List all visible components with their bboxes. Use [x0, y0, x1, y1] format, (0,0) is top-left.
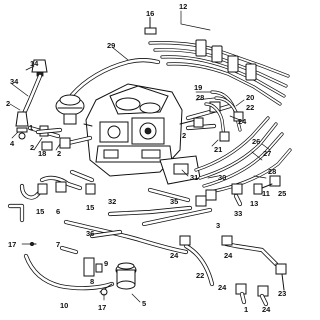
- callout-24-bottom-left: 24: [218, 283, 227, 292]
- carburetor-body: [83, 83, 201, 185]
- callout-24-right: 24: [224, 251, 233, 260]
- callout-36: 36: [86, 229, 94, 238]
- callout-5: 5: [142, 299, 146, 308]
- lower-left-hoses: [7, 169, 96, 223]
- callout-16: 16: [146, 9, 154, 18]
- long-lower-hoses: [23, 219, 279, 291]
- callout-28-upper: 28: [196, 93, 204, 102]
- callout-27: 27: [263, 149, 271, 158]
- callout-21: 21: [214, 145, 222, 154]
- callout-30: 30: [218, 173, 226, 182]
- callout-1-bottom: 1: [244, 305, 248, 314]
- callout-24-upper: 24: [238, 117, 247, 126]
- callout-17-left: 17: [8, 240, 16, 249]
- hose-29: [69, 58, 161, 98]
- callout-28-lower: 28: [268, 167, 276, 176]
- callout-17-bottom: 17: [98, 303, 106, 312]
- callout-9: 9: [104, 259, 108, 268]
- callout-10: 10: [60, 301, 68, 310]
- callout-2-center: 2: [57, 149, 61, 158]
- callout-29: 29: [107, 41, 115, 50]
- callout-22-lower: 22: [196, 271, 204, 280]
- callout-24-bottom-right: 24: [262, 305, 271, 314]
- callout-35: 35: [170, 197, 178, 206]
- callout-19: 19: [194, 83, 202, 92]
- callout-2-right: 2: [182, 131, 186, 140]
- callout-15-center: 15: [86, 203, 94, 212]
- callout-4: 4: [10, 139, 15, 148]
- callout-32: 32: [108, 197, 116, 206]
- spark-plug-wire-set: [144, 17, 290, 106]
- callout-33: 33: [234, 209, 242, 218]
- callout-7: 7: [56, 240, 60, 249]
- callout-20: 20: [246, 93, 254, 102]
- callout-25: 25: [278, 189, 286, 198]
- callout-labels: 12 16 29 14 34 2 1 4 2 18 2 19 28 20 22 …: [6, 2, 286, 314]
- callout-2-left-lower: 2: [30, 143, 34, 152]
- callout-23: 23: [278, 289, 286, 298]
- right-vacuum-line-bundle: [194, 90, 292, 194]
- callout-13: 13: [250, 199, 258, 208]
- callout-15-left: 15: [36, 207, 44, 216]
- parts-diagram: 12 16 29 14 34 2 1 4 2 18 2 19 28 20 22 …: [6, 2, 292, 314]
- callout-22-upper: 22: [246, 103, 254, 112]
- callout-1-left: 1: [29, 123, 33, 132]
- exploded-view-drawing: 12 16 29 14 34 2 1 4 2 18 2 19 28 20 22 …: [6, 2, 292, 314]
- callout-2-left-upper: 2: [6, 99, 10, 108]
- callout-11: 11: [262, 189, 270, 198]
- callout-24-center: 24: [170, 251, 179, 260]
- callout-8: 8: [90, 277, 94, 286]
- lower-right-connectors: [205, 175, 281, 207]
- center-lower-hoses: [107, 187, 213, 227]
- callout-34: 34: [10, 77, 19, 86]
- callout-12: 12: [179, 2, 187, 11]
- callout-18: 18: [38, 149, 46, 158]
- fuel-filter-assembly: [15, 59, 48, 140]
- callout-31: 31: [190, 173, 198, 182]
- bottom-right-fittings: [235, 263, 287, 307]
- callout-26: 26: [252, 137, 260, 146]
- callout-6: 6: [56, 207, 60, 216]
- callout-3: 3: [216, 221, 220, 230]
- callout-14: 14: [30, 59, 39, 68]
- leader-lines: [9, 10, 271, 303]
- bottom-small-parts: [29, 229, 137, 296]
